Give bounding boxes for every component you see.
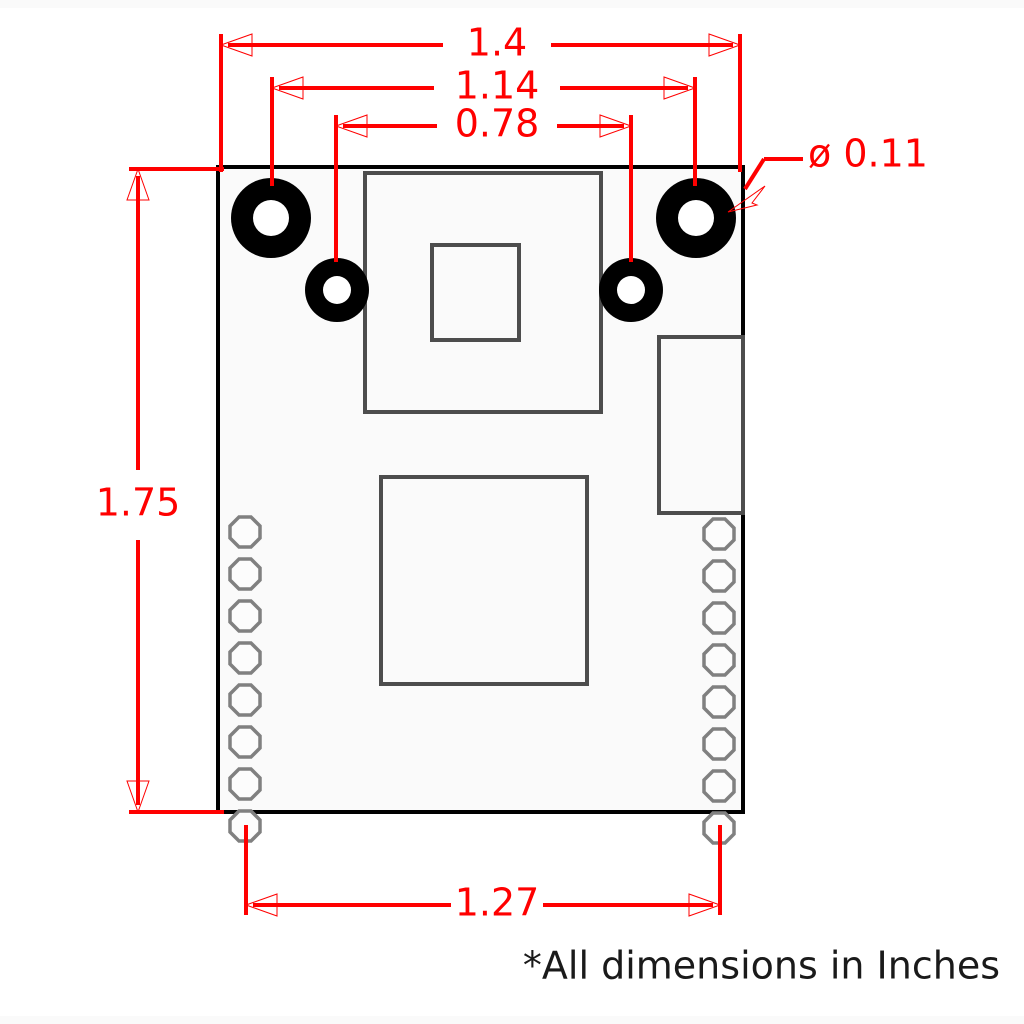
arrowhead-inner-right [599, 114, 633, 138]
arrowhead-width-right [708, 33, 742, 57]
top-edge-strip [0, 0, 1024, 8]
component-chip-inner [430, 243, 521, 342]
pad-left-1 [228, 515, 262, 549]
pad-left-3 [228, 599, 262, 633]
pad-right-1 [702, 517, 736, 551]
pad-right-5 [702, 685, 736, 719]
board-outline [216, 165, 745, 814]
mounting-hole-inner-right-bore [617, 276, 645, 304]
leader-angled-segment [743, 157, 766, 191]
mounting-holes [231, 178, 736, 322]
pad-left-5 [228, 683, 262, 717]
component-connector-right [657, 335, 745, 515]
arrowhead-height-bottom [126, 780, 150, 814]
pad-right-6 [702, 727, 736, 761]
dim-label-hole-span-inner: 0.78 [455, 102, 540, 146]
arrowhead-outer-left [270, 76, 304, 100]
pad-right-2 [702, 559, 736, 593]
callout-hole-diameter: ø 0.11 [727, 132, 928, 213]
dimension-pad-row-span: 1.27 [244, 825, 722, 925]
arrowhead-pad-left [244, 893, 278, 917]
pad-right-3 [702, 601, 736, 635]
pad-right-7 [702, 769, 736, 803]
dim-label-hole-diameter: ø 0.11 [808, 132, 928, 176]
pad-right-4 [702, 643, 736, 677]
header-pads-right [702, 517, 736, 845]
arrowhead-pad-right [688, 893, 722, 917]
arrowhead-outer-right [663, 76, 697, 100]
component-module-bottom [379, 475, 589, 686]
dimension-hole-span-inner: 0.78 [334, 102, 633, 262]
units-note: *All dimensions in Inches [523, 944, 1000, 988]
mounting-hole-inner-left-bore [323, 276, 351, 304]
arrowhead-height-top [126, 167, 150, 201]
dimension-overall-width: 1.4 [219, 21, 742, 172]
arrowhead-inner-left [334, 114, 368, 138]
dim-label-pad-row-span: 1.27 [455, 881, 540, 925]
pcb-board [216, 165, 745, 845]
pad-left-6 [228, 725, 262, 759]
dimension-hole-span-outer: 1.14 [270, 64, 697, 186]
bottom-edge-strip [0, 1016, 1024, 1024]
mounting-hole-top-left-bore [253, 200, 289, 236]
pad-left-7 [228, 767, 262, 801]
dim-label-overall-width: 1.4 [467, 21, 527, 65]
dimension-overall-height: 1.75 [96, 167, 224, 814]
mounting-hole-top-right-bore [678, 200, 714, 236]
dim-label-overall-height: 1.75 [96, 481, 181, 525]
pad-left-2 [228, 557, 262, 591]
arrowhead-hole-diameter [727, 185, 766, 213]
arrowhead-width-left [219, 33, 253, 57]
pad-left-4 [228, 641, 262, 675]
header-pads-left [228, 515, 262, 843]
dim-label-hole-span-outer: 1.14 [455, 64, 540, 108]
